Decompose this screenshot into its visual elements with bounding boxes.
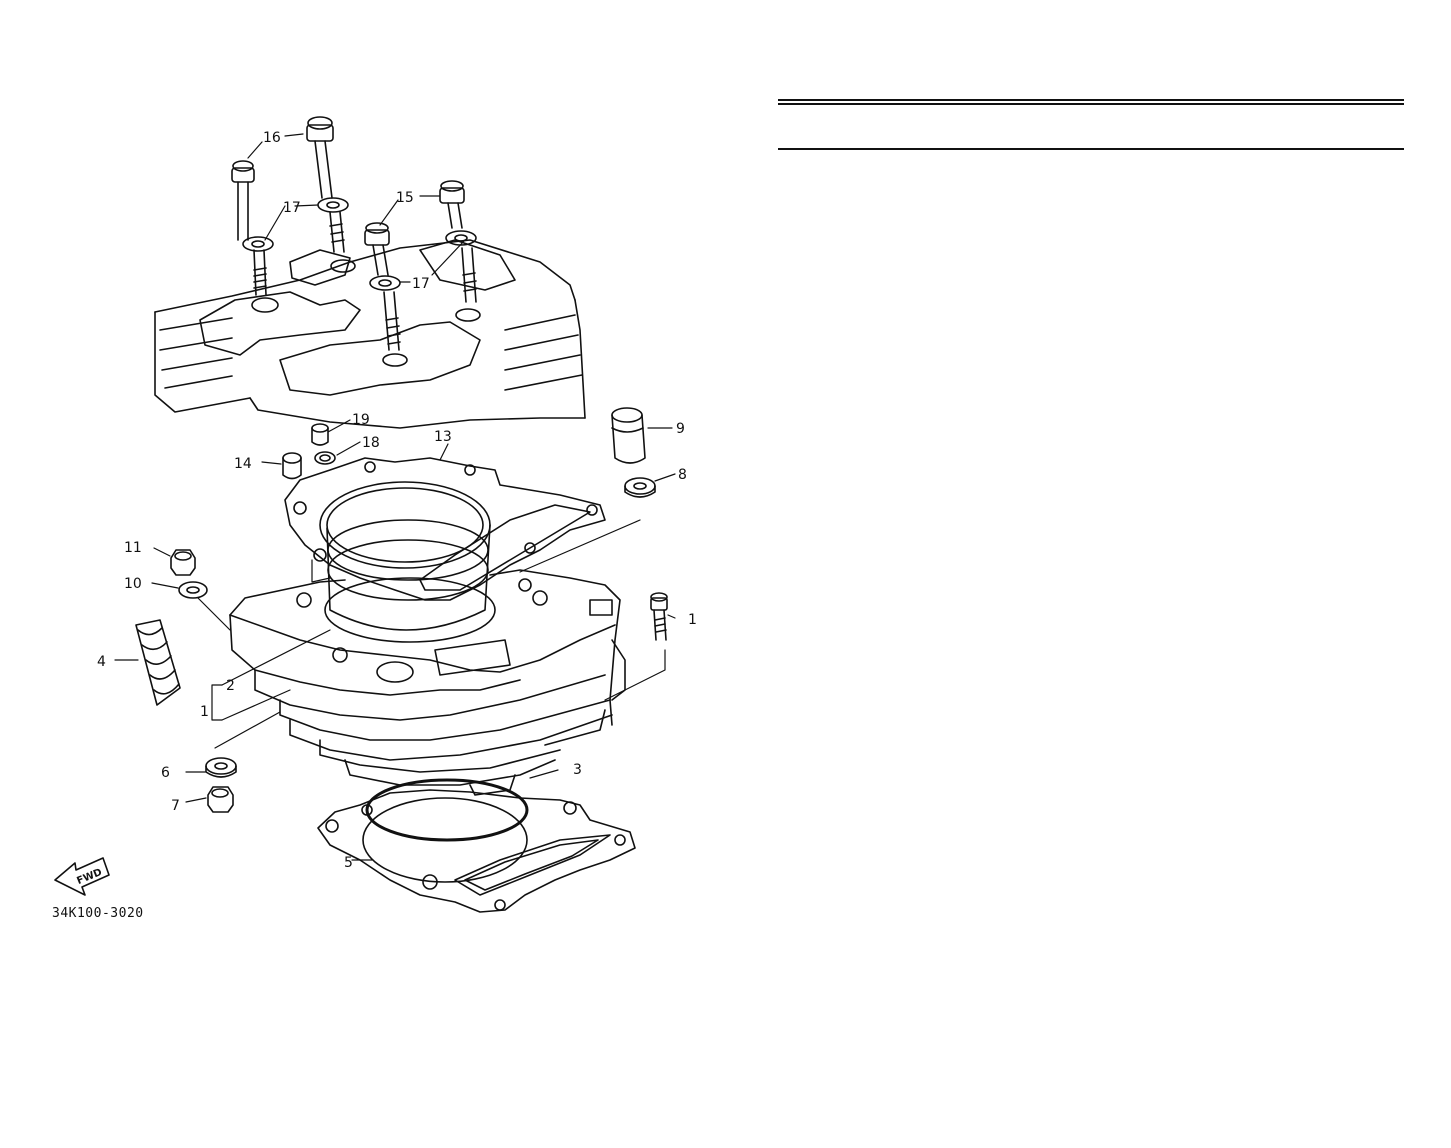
leader-lines	[114, 133, 676, 861]
callout-18: 18	[362, 435, 380, 451]
callout-16: 16	[263, 130, 281, 146]
callout-9: 9	[676, 421, 685, 437]
nut-7	[207, 786, 234, 813]
callout-1-left: 1	[200, 704, 209, 720]
callout-17-upper: 17	[283, 200, 301, 216]
cylinder-head	[154, 239, 586, 429]
callout-15: 15	[396, 190, 414, 206]
cylinder-sleeve	[326, 519, 491, 631]
washer-10	[178, 581, 208, 599]
table-top-rule-2	[778, 103, 1404, 105]
callout-11: 11	[124, 540, 142, 556]
base-gasket-5	[317, 789, 636, 913]
washer-17-center	[369, 275, 401, 291]
callout-4: 4	[97, 654, 106, 670]
callout-19: 19	[352, 412, 370, 428]
washer-17-right	[445, 230, 477, 246]
head-gasket-13	[284, 457, 606, 601]
stud-bolt-1	[650, 592, 668, 641]
washer-6	[205, 757, 237, 778]
dowel-9	[611, 407, 646, 464]
callout-6: 6	[161, 765, 170, 781]
head-bolt-15-center	[364, 222, 401, 351]
callout-labels: 16 17 15 17 19 18 14 13 9 8 11 10 4 2 1 …	[52, 130, 697, 921]
callout-3: 3	[573, 762, 582, 778]
callout-1-right: 1	[688, 612, 697, 628]
head-bolt-15-right	[439, 180, 477, 303]
head-bolt-16-left	[231, 160, 267, 296]
fwd-arrow-icon	[54, 857, 110, 896]
part-code: 34K100-3020	[52, 906, 144, 921]
washer-8	[624, 477, 656, 498]
table-header-bottom-rule	[778, 148, 1404, 150]
cylinder-body-1	[229, 569, 626, 796]
o-ring-3	[365, 778, 529, 842]
dowel-14	[282, 452, 302, 480]
washer-17-upper	[317, 197, 349, 213]
nut-11	[170, 549, 196, 576]
callout-7: 7	[171, 798, 180, 814]
callout-13: 13	[434, 429, 452, 445]
callout-14: 14	[234, 456, 252, 472]
o-ring-18	[314, 451, 336, 465]
table-top-rule-1	[778, 99, 1404, 101]
callout-8: 8	[678, 467, 687, 483]
exploded-cylinder-diagram: 16 17 15 17 19 18 14 13 9 8 11 10 4 2 1 …	[52, 116, 697, 921]
head-bolt-16-right	[306, 116, 345, 253]
callout-2: 2	[226, 678, 235, 694]
damper-4	[135, 619, 181, 706]
dowel-19	[311, 423, 329, 446]
callout-17-lower: 17	[412, 276, 430, 292]
callout-10: 10	[124, 576, 142, 592]
callout-5: 5	[344, 855, 353, 871]
washer-17-left	[242, 236, 274, 252]
